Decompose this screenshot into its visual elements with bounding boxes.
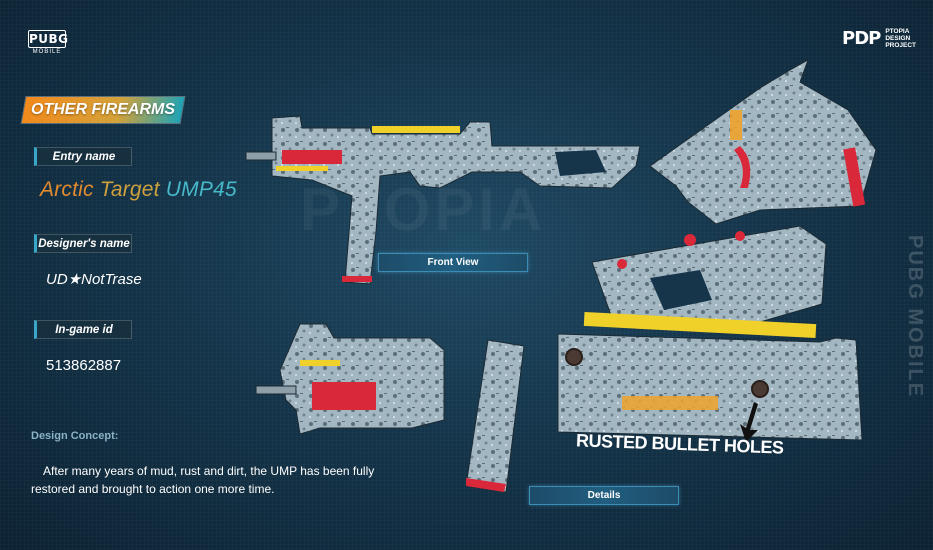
skin-name-word3: UMP45 (165, 178, 237, 201)
stock-hole (650, 270, 712, 310)
upper-receiver-rail (583, 311, 817, 339)
front-gun-mag-tip (342, 276, 372, 282)
grip-trigger (734, 146, 751, 188)
designer-name: UD★NotTrase (46, 271, 142, 288)
receiver-muzzle (255, 385, 297, 395)
skin-name-word2: Target (99, 178, 160, 201)
grip-body (649, 58, 877, 225)
front-gun-body (271, 115, 641, 285)
details-button[interactable]: Details (529, 486, 679, 505)
pubg-logo-subtext: MOBILE (32, 49, 62, 55)
stock-red-dot-3 (617, 259, 627, 269)
magazine-body (465, 339, 525, 493)
upper-receiver-detail (557, 311, 863, 442)
front-gun-yellow-bar (276, 166, 328, 171)
stock-red-dot-1 (684, 234, 696, 246)
grip-detail (649, 58, 877, 225)
design-concept-text: After many years of mud, rust and dirt, … (31, 464, 375, 496)
bullet-hole-2 (751, 380, 769, 398)
skin-name-word1: Arctic (40, 178, 94, 201)
skin-name: Arctic Target UMP45 (40, 178, 237, 202)
receiver-red-grip (312, 382, 376, 410)
stock-body (591, 225, 827, 329)
grip-orange-mark (730, 110, 742, 140)
front-gun-red-grip (282, 150, 342, 164)
front-view-button[interactable]: Front View (378, 253, 528, 272)
front-gun-rail (372, 126, 460, 133)
magazine-red-base (466, 478, 506, 492)
bullet-hole-1 (565, 348, 583, 366)
front-gun-stock-hole (555, 150, 606, 176)
grip-red-edge (843, 147, 866, 207)
front-view-gun (245, 115, 641, 285)
receiver-yellow-mark (300, 360, 340, 366)
upper-receiver-orange-mark (622, 396, 718, 410)
stock-detail (591, 225, 827, 329)
design-concept-heading: Design Concept: (31, 430, 119, 442)
stock-red-dot-2 (735, 231, 745, 241)
pubg-logo-text: PUBG (28, 30, 69, 48)
pdp-logo-mark: PDP (842, 28, 881, 49)
pdp-logo-text: PTOPIA DESIGN PROJECT (885, 28, 917, 49)
ingame-id-value: 513862887 (46, 357, 122, 374)
magazine-detail (465, 339, 525, 493)
upper-receiver-body (557, 333, 863, 441)
pubg-mobile-logo: PUBG MOBILE (28, 30, 69, 55)
entry-name-label: Entry name (34, 147, 132, 166)
watermark-side: PUBG MOBILE (904, 235, 926, 399)
receiver-detail (255, 323, 445, 435)
ingame-id-label: In-game id (34, 320, 132, 339)
receiver-body (279, 323, 445, 435)
front-gun-muzzle (245, 151, 277, 161)
arrow-icon (740, 402, 758, 442)
pdp-logo: PDP PTOPIA DESIGN PROJECT (842, 28, 916, 49)
designer-label: Designer's name (34, 234, 132, 253)
